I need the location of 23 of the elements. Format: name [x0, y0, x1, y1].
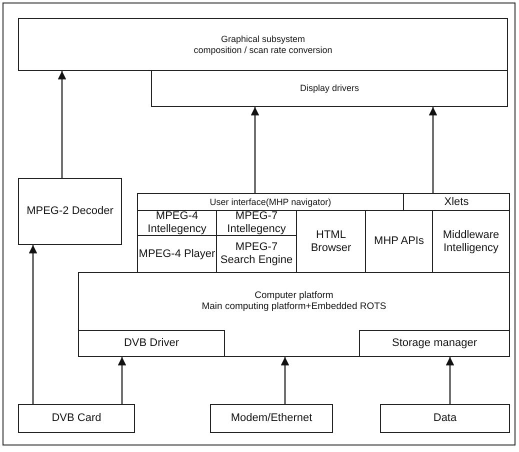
component-box: Xlets — [403, 193, 510, 211]
component-box: DVB Driver — [78, 330, 225, 357]
component-box: User interface(MHP navigator) — [137, 193, 404, 211]
component-box: Modem/Ethernet — [210, 404, 333, 433]
subsystem-box — [18, 18, 508, 71]
component-box: MPEG-4 Player — [137, 235, 217, 273]
box-subtitle: Main computing platform+Embedded ROTS — [202, 302, 386, 313]
arrow — [446, 357, 454, 404]
arrow — [118, 357, 126, 404]
box-heading: Computer platform — [254, 291, 334, 302]
component-box: MPEG-2 Decoder — [18, 178, 122, 245]
arrow — [428, 107, 438, 193]
component-box: Display drivers — [151, 70, 508, 107]
box-subtitle: composition / scan rate conversion — [194, 44, 332, 55]
component-box: Data — [380, 404, 510, 433]
arrow — [250, 107, 260, 193]
component-box: Storage manager — [359, 330, 510, 357]
arrow — [280, 357, 290, 404]
arrow — [58, 71, 66, 178]
box-heading: Graphical subsystem — [220, 34, 306, 44]
arrow — [28, 245, 38, 404]
component-box: DVB Card — [18, 404, 135, 433]
platform-box — [78, 272, 510, 357]
